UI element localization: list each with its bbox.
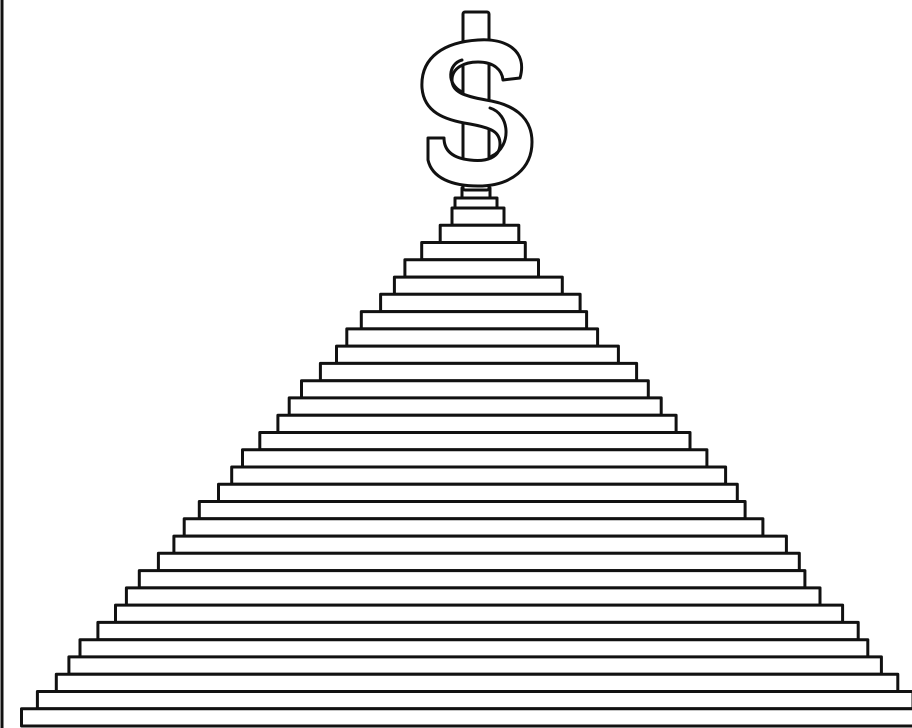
- pyramid-step: [381, 294, 580, 311]
- pyramid-step: [394, 277, 562, 294]
- pyramid-step: [139, 571, 805, 588]
- pyramid-step: [347, 329, 598, 346]
- dollar-sign-icon: [422, 12, 532, 190]
- pyramid-step: [98, 622, 858, 639]
- pyramid-step: [199, 502, 745, 519]
- pyramid-step: [219, 484, 738, 501]
- pyramid-step: [320, 363, 636, 380]
- pyramid-step: [158, 553, 799, 570]
- dollar-s-body: [422, 40, 532, 186]
- pyramid-step: [232, 467, 726, 484]
- pyramid-step: [452, 208, 504, 225]
- pyramid-step: [440, 225, 519, 242]
- pyramid-step: [289, 398, 661, 415]
- pyramid-step: [405, 260, 539, 277]
- pyramid-step: [126, 588, 820, 605]
- pyramid-step: [184, 519, 763, 536]
- pyramid-step: [56, 674, 898, 691]
- pyramid-step: [174, 536, 787, 553]
- pyramid-step: [278, 415, 676, 432]
- pyramid-step: [361, 312, 586, 329]
- pyramid-step: [22, 709, 912, 726]
- pyramid-step: [422, 243, 526, 260]
- pyramid-step: [80, 640, 868, 657]
- pyramid-step: [260, 433, 690, 450]
- pyramid-step: [243, 450, 707, 467]
- pyramid-step: [116, 605, 843, 622]
- pyramid-step: [302, 381, 649, 398]
- cap-block-bottom: [455, 198, 497, 208]
- pyramid-step: [69, 657, 882, 674]
- stepped-pyramid: [22, 208, 912, 726]
- pyramid-step: [37, 692, 912, 709]
- pyramid-step: [337, 346, 619, 363]
